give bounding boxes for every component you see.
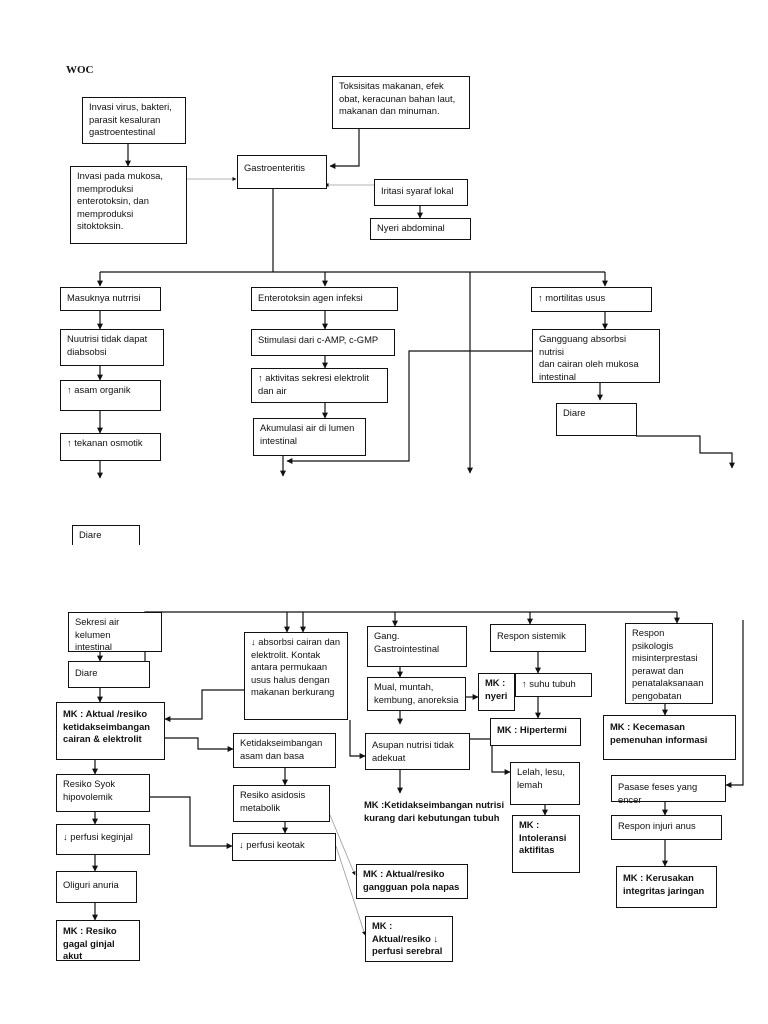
node-mortilitas: ↑ mortilitas usus (531, 287, 652, 312)
node-aktivitas: ↑ aktivitas sekresi elektrolit dan air (251, 368, 388, 403)
node-respon-sistemik: Respon sistemik (490, 624, 586, 652)
node-masuknya-nutrisi: Masuknya nutrrisi (60, 287, 161, 311)
edge-absorbsi-to-asupan (349, 720, 366, 759)
node-akumulasi: Akumulasi air di lumen intestinal (253, 418, 366, 456)
node-perfusi-keotak: ↓ perfusi keotak (232, 833, 336, 861)
edge-syok-to-keotak (150, 796, 233, 849)
node-suhu-tubuh: ↑ suhu tubuh (515, 673, 592, 697)
node-invasi-mukosa: Invasi pada mukosa, memproduksi enteroto… (70, 166, 187, 244)
node-gangguang-absorbsi: Gangguang absorbsi nutrisi dan cairan ol… (532, 329, 660, 383)
node-lelah-lesu: Lelah, lesu, lemah (510, 762, 580, 805)
node-mk-pola-napas: MK : Aktual/resiko gangguan pola napas (356, 864, 468, 899)
node-mk-nyeri: MK : nyeri (478, 673, 515, 711)
node-gang-gastrointestinal: Gang. Gastrointestinal (367, 626, 467, 667)
node-respon-injuri: Respon injuri anus (611, 815, 722, 840)
node-pasase-feses: Pasase feses yang encer (611, 775, 726, 805)
edge-mk-to-ketidak (165, 737, 234, 752)
node-asupan-nutrisi: Asupan nutrisi tidak adekuat (365, 733, 470, 770)
edge-asupan-to-lelah (470, 738, 511, 775)
edge-dashed-resiko-to-pola (329, 814, 356, 876)
node-diare-left: Diare (72, 525, 140, 545)
node-tekanan-osmotik: ↑ tekanan osmotik (60, 433, 161, 461)
node-respon-psikologis: Respon psikologis misinterprestasi peraw… (625, 623, 713, 704)
node-mk-perfusi-serebral: MK : Aktual/resiko ↓ perfusi serebral (365, 916, 453, 962)
node-sekresi-air: Sekresi air kelumen intestinal (68, 612, 162, 652)
node-diare-right: Diare (556, 403, 637, 436)
page-title: WOC (66, 64, 94, 76)
edge-absorbsi-to-mk (164, 689, 244, 722)
edge-diare-right-out (636, 435, 735, 469)
node-nyeri-abdominal: Nyeri abdominal (370, 218, 471, 240)
edge-dashed-keotak-to-serebral (335, 845, 366, 936)
node-invasi-virus: Invasi virus, bakteri, parasit kesaluran… (82, 97, 186, 144)
node-mk-intoleransi: MK : Intoleransi aktifitas (512, 815, 580, 873)
node-stimulasi: Stimulasi dari c-AMP, c-GMP (251, 329, 395, 356)
node-oliguri-anuria: Oliguri anuria (56, 871, 137, 903)
node-iritasi: Iritasi syaraf lokal (374, 179, 468, 206)
node-mk-gagal-ginjal: MK : Resiko gagal ginjal akut (56, 920, 140, 961)
node-absorbsi-cairan: ↓ absorbsi cairan dan elektrolit. Kontak… (244, 632, 348, 720)
edge-toksisitas-to-gastro (329, 129, 360, 169)
node-mk-aktual-cairan: MK : Aktual /resiko ketidakseimbangan ca… (56, 702, 165, 760)
node-enterotoksin: Enterotoksin agen infeksi (251, 287, 398, 311)
edge-gang-to-akumulasi (286, 350, 532, 464)
node-mk-nutrisi: MK :Ketidakseimbangan nutrisi kurang dar… (360, 797, 510, 827)
node-nutrisi-tidak: Nuutrisi tidak dapat diabsobsi (60, 329, 164, 366)
node-mual-muntah: Mual, muntah, kembung, anoreksia (367, 677, 466, 711)
node-perfusi-keginjal: ↓ perfusi keginjal (56, 824, 150, 855)
node-toksisitas: Toksisitas makanan, efek obat, keracunan… (332, 76, 470, 129)
node-mk-kecemasan: MK : Kecemasan pemenuhan informasi (603, 715, 736, 760)
node-asam-organik: ↑ asam organik (60, 380, 161, 411)
node-mk-kerusakan: MK : Kerusakan integritas jaringan (616, 866, 717, 908)
node-resiko-syok: Resiko Syok hipovolemik (56, 774, 150, 812)
node-mk-hipertermi: MK : Hipertermi (490, 718, 581, 746)
node-gastroenteritis: Gastroenteritis (237, 155, 327, 189)
node-ketidakseimbangan-asam: Ketidakseimbangan asam dan basa (233, 733, 336, 768)
node-diare-bottom: Diare (68, 661, 150, 688)
edge-right-vertical (725, 620, 744, 788)
node-resiko-asidosis: Resiko asidosis metabolik (233, 785, 330, 822)
